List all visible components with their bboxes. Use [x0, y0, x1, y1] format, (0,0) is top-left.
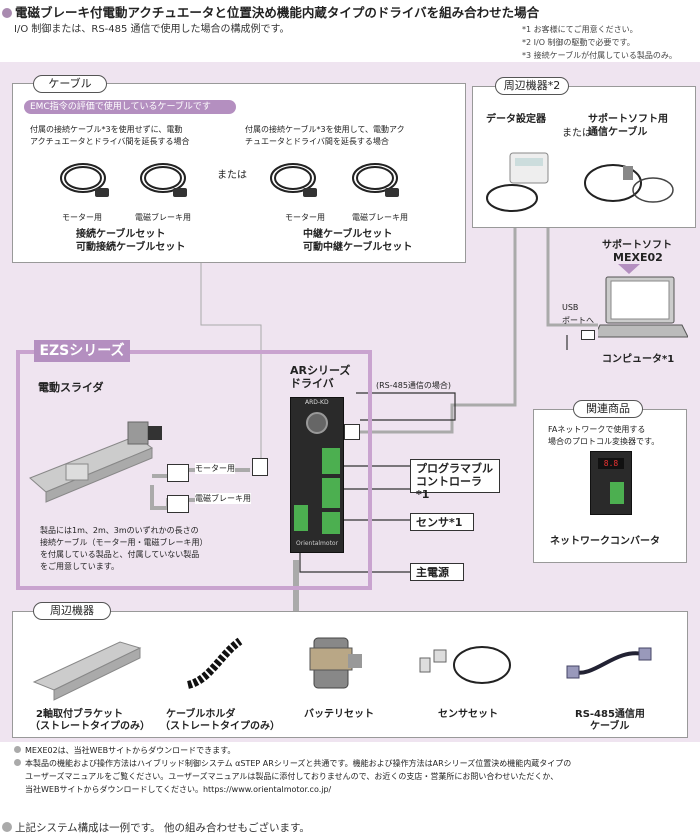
- cable-tab: ケーブル: [33, 75, 107, 93]
- battery-image: [309, 637, 362, 689]
- title-text: 電磁ブレーキ付電動アクチュエータと位置決め機能内蔵タイプのドライバを組み合わせた…: [15, 5, 540, 20]
- cable-left-desc-1: 付属の接続ケーブル*3を使用せずに、電動: [30, 125, 183, 134]
- ezs-note-1: 製品には1m、2m、3mのいずれかの長さの: [40, 526, 199, 535]
- bracket-image: [32, 641, 142, 701]
- peripheral-bottom-tab: 周辺機器: [33, 602, 111, 620]
- motor-label-left: モーター用: [62, 213, 102, 222]
- footnote-4: 当社WEBサイトからダウンロードしてください。https://www.orien…: [25, 785, 332, 794]
- data-setter-label: データ設定器: [486, 114, 546, 125]
- note-1: *1 お客様にてご用意ください。: [522, 25, 638, 34]
- right-cable-name-1: 中継ケーブルセット: [303, 229, 393, 240]
- rs485-name-2: ケーブル: [590, 721, 630, 732]
- ezs-note-4: をご用意しています。: [40, 562, 119, 571]
- slider-label: 電動スライダ: [38, 381, 104, 394]
- peripheral-top-panel: [472, 86, 696, 228]
- bullet-icon: [14, 746, 21, 753]
- footnote-3: ユーザーズマニュアルをご覧ください。ユーザーズマニュアルは製品に添付しておりませ…: [25, 772, 559, 781]
- holder-name-1: ケーブルホルダ: [166, 709, 236, 720]
- related-tab: 関連商品: [573, 400, 643, 418]
- emc-banner: EMC指令の評価で使用しているケーブルです: [24, 100, 236, 114]
- brake-label-right: 電磁ブレーキ用: [352, 213, 408, 222]
- driver-dial: [306, 412, 328, 434]
- sensor-set-name: センサセット: [438, 709, 498, 720]
- ezs-frame: [16, 350, 372, 590]
- note-3: *3 接続ケーブルが付属している製品のみ。: [522, 51, 677, 60]
- footnote-2-text: 本製品の機能および操作方法はハイブリッド制御システム αSTEP ARシリーズと…: [25, 759, 572, 768]
- rs485-name-1: RS-485通信用: [575, 709, 645, 720]
- converter-display: 8.8: [598, 458, 624, 469]
- converter-terminal: [610, 482, 624, 504]
- plc-box: プログラマブルコントローラ*1: [410, 459, 500, 501]
- motor-connector: [167, 464, 189, 482]
- driver-terminal-green-1: [322, 448, 340, 474]
- driver-rs485-port: [344, 424, 360, 440]
- related-desc-2: 場合のプロトコル変換器です。: [548, 437, 660, 446]
- right-cable-name-2: 可動中継ケーブルセット: [303, 242, 413, 253]
- laptop-image: [598, 276, 688, 338]
- rs485-cable-image: [566, 647, 652, 679]
- mexe02-label: MEXE02: [613, 251, 663, 264]
- cable-holder-image: [186, 637, 243, 689]
- bracket-name-1: 2軸取付ブラケット: [36, 709, 123, 720]
- driver-terminal-green-4: [294, 505, 308, 531]
- sensor-box: センサ*1: [410, 513, 474, 531]
- driver-terminal-green-2: [322, 478, 340, 508]
- computer-label: コンピュータ*1: [602, 354, 675, 365]
- bullet-icon: [2, 8, 12, 18]
- brake-line-label: 電磁ブレーキ用: [195, 493, 251, 504]
- cable-right-desc-1: 付属の接続ケーブル*3を使用して、電動アク: [245, 125, 405, 134]
- bullet-icon: [14, 759, 21, 766]
- cable-coils-image: [60, 163, 399, 197]
- converter-name: ネットワークコンバータ: [550, 536, 660, 547]
- down-arrow-icon: [618, 264, 640, 274]
- footnote-2: 本製品の機能および操作方法はハイブリッド制御システム αSTEP ARシリーズと…: [14, 758, 571, 769]
- note-2: *2 I/O 制御の駆動で必要です。: [522, 38, 635, 47]
- driver-brand: Orientalmotor: [296, 540, 339, 547]
- brake-label-left: 電磁ブレーキ用: [135, 213, 191, 222]
- cable-right-desc-2: チュエータとドライバ間を延長する場合: [245, 137, 389, 146]
- ezs-note-2: 接続ケーブル（モーター用・電磁ブレーキ用）: [40, 538, 208, 547]
- left-cable-name-1: 接続ケーブルセット: [76, 229, 166, 240]
- holder-name-2: （ストレートタイプのみ）: [160, 721, 280, 732]
- comm-cable-image: [584, 164, 674, 203]
- slider-image: [29, 421, 162, 503]
- usb-port-box: [581, 330, 595, 340]
- related-desc-1: FAネットワークで使用する: [548, 425, 646, 434]
- sensor-set-image: [419, 646, 511, 684]
- support-software-label: サポートソフト: [602, 240, 672, 251]
- left-cable-name-2: 可動接続ケーブルセット: [76, 242, 186, 253]
- peripheral-top-tab: 周辺機器*2: [495, 77, 569, 95]
- or-label-top: または: [562, 128, 592, 139]
- page-title: 電磁ブレーキ付電動アクチュエータと位置決め機能内蔵タイプのドライバを組み合わせた…: [2, 2, 539, 21]
- plc-label-1: プログラマブル: [416, 462, 493, 475]
- power-box: 主電源: [410, 563, 464, 581]
- support-cable-1: サポートソフト用: [588, 114, 668, 125]
- driver-model: ARD-KD: [305, 399, 329, 406]
- usb-label-1: USB: [562, 303, 579, 312]
- bottom-note-text: 上記システム構成は一例です。 他の組み合わせもございます。: [15, 822, 310, 834]
- or-label-cable: または: [217, 170, 247, 181]
- bracket-name-2: （ストレートタイプのみ）: [30, 721, 150, 732]
- support-cable-2: 通信ケーブル: [588, 127, 648, 138]
- ezs-title: EZSシリーズ: [34, 340, 130, 362]
- bullet-icon: [2, 822, 12, 832]
- driver-terminal-green-3: [322, 512, 340, 534]
- plc-label-2: コントローラ*1: [416, 475, 482, 501]
- battery-name: バッテリセット: [304, 709, 374, 720]
- driver-title-2: ドライバ: [290, 377, 334, 390]
- footnote-1-text: MEXE02は、当社WEBサイトからダウンロードできます。: [25, 746, 236, 755]
- subtitle: I/O 制御または、RS-485 通信で使用した場合の構成例です。: [14, 24, 290, 35]
- cable-connector-right-1: [252, 458, 268, 476]
- motor-label-right: モーター用: [285, 213, 325, 222]
- data-setter-image: [486, 152, 549, 212]
- bottom-note: 上記システム構成は一例です。 他の組み合わせもございます。: [2, 820, 310, 835]
- cable-left-desc-2: アクチュエータとドライバ間を延長する場合: [30, 137, 190, 146]
- ezs-note-3: を付属している製品と、付属していない製品: [40, 550, 200, 559]
- driver-title-1: ARシリーズ: [290, 364, 351, 377]
- footnote-1: MEXE02は、当社WEBサイトからダウンロードできます。: [14, 745, 235, 756]
- motor-line-label: モーター用: [195, 463, 235, 474]
- brake-connector: [167, 495, 189, 513]
- usb-label-2: ポートへ: [562, 316, 594, 325]
- rs485-note: (RS-485通信の場合): [376, 381, 452, 390]
